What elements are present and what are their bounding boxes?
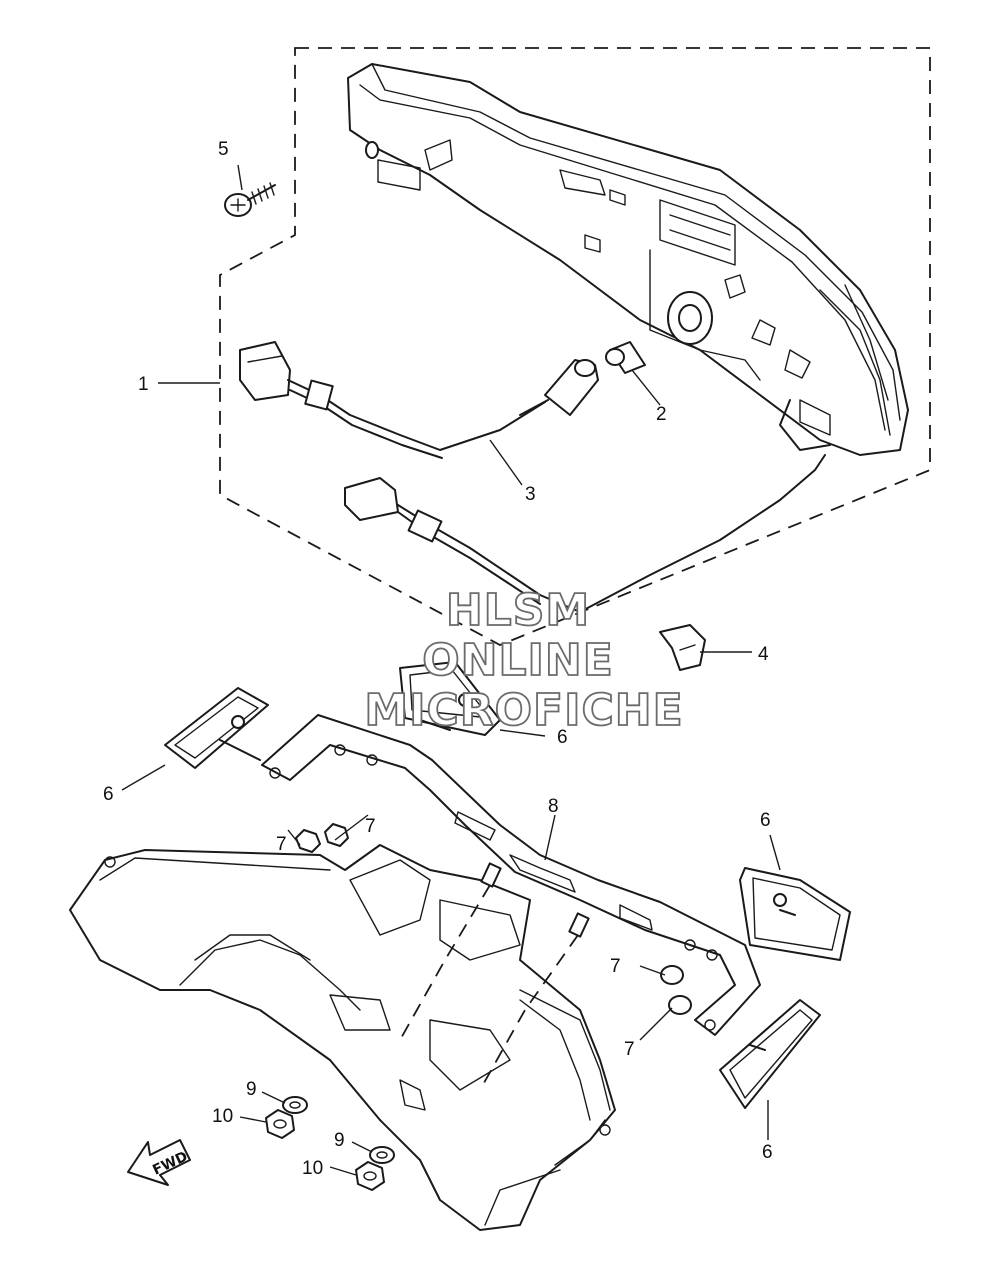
leader-lines [121,164,781,1176]
watermark-line-3: MICROFICHE [364,685,683,736]
clip [659,624,706,671]
callout-7-a: 7 [276,834,287,855]
stud-bolts [399,862,590,1091]
callout-9-b: 9 [334,1130,345,1151]
nuts-10 [265,1109,385,1191]
callout-6-upper: 6 [557,727,568,748]
callout-7-d: 7 [624,1039,635,1060]
bulb [605,341,646,374]
assembly-boundary [219,47,931,646]
callout-3: 3 [525,484,536,505]
reflector-lower-right [719,999,821,1109]
license-bracket [261,714,761,1036]
callout-5: 5 [218,139,229,160]
wire-harness [239,341,831,613]
callout-9-a: 9 [246,1079,257,1100]
reflector-left [164,687,269,769]
callout-7-b: 7 [365,816,376,837]
watermark-line-2: ONLINE [422,635,614,686]
callout-6-left: 6 [103,784,114,805]
callout-10-a: 10 [212,1106,233,1127]
watermark-line-1: HLSM [446,585,590,636]
nut-7 [295,823,692,1015]
rear-fender [69,844,616,1231]
reflector-upper [399,661,501,736]
tail-light-housing [347,63,909,456]
callout-8: 8 [548,796,559,817]
callout-6-lower: 6 [762,1142,773,1163]
fwd-arrow-icon: FWD [127,1139,191,1186]
callout-6-right: 6 [760,810,771,831]
callout-4: 4 [758,644,769,665]
reflector-right [739,867,851,961]
washers-9 [282,1096,395,1164]
callout-2: 2 [656,404,667,425]
callout-1: 1 [138,374,149,395]
callout-7-c: 7 [610,956,621,977]
callout-10-b: 10 [302,1158,323,1179]
screw [224,182,276,217]
